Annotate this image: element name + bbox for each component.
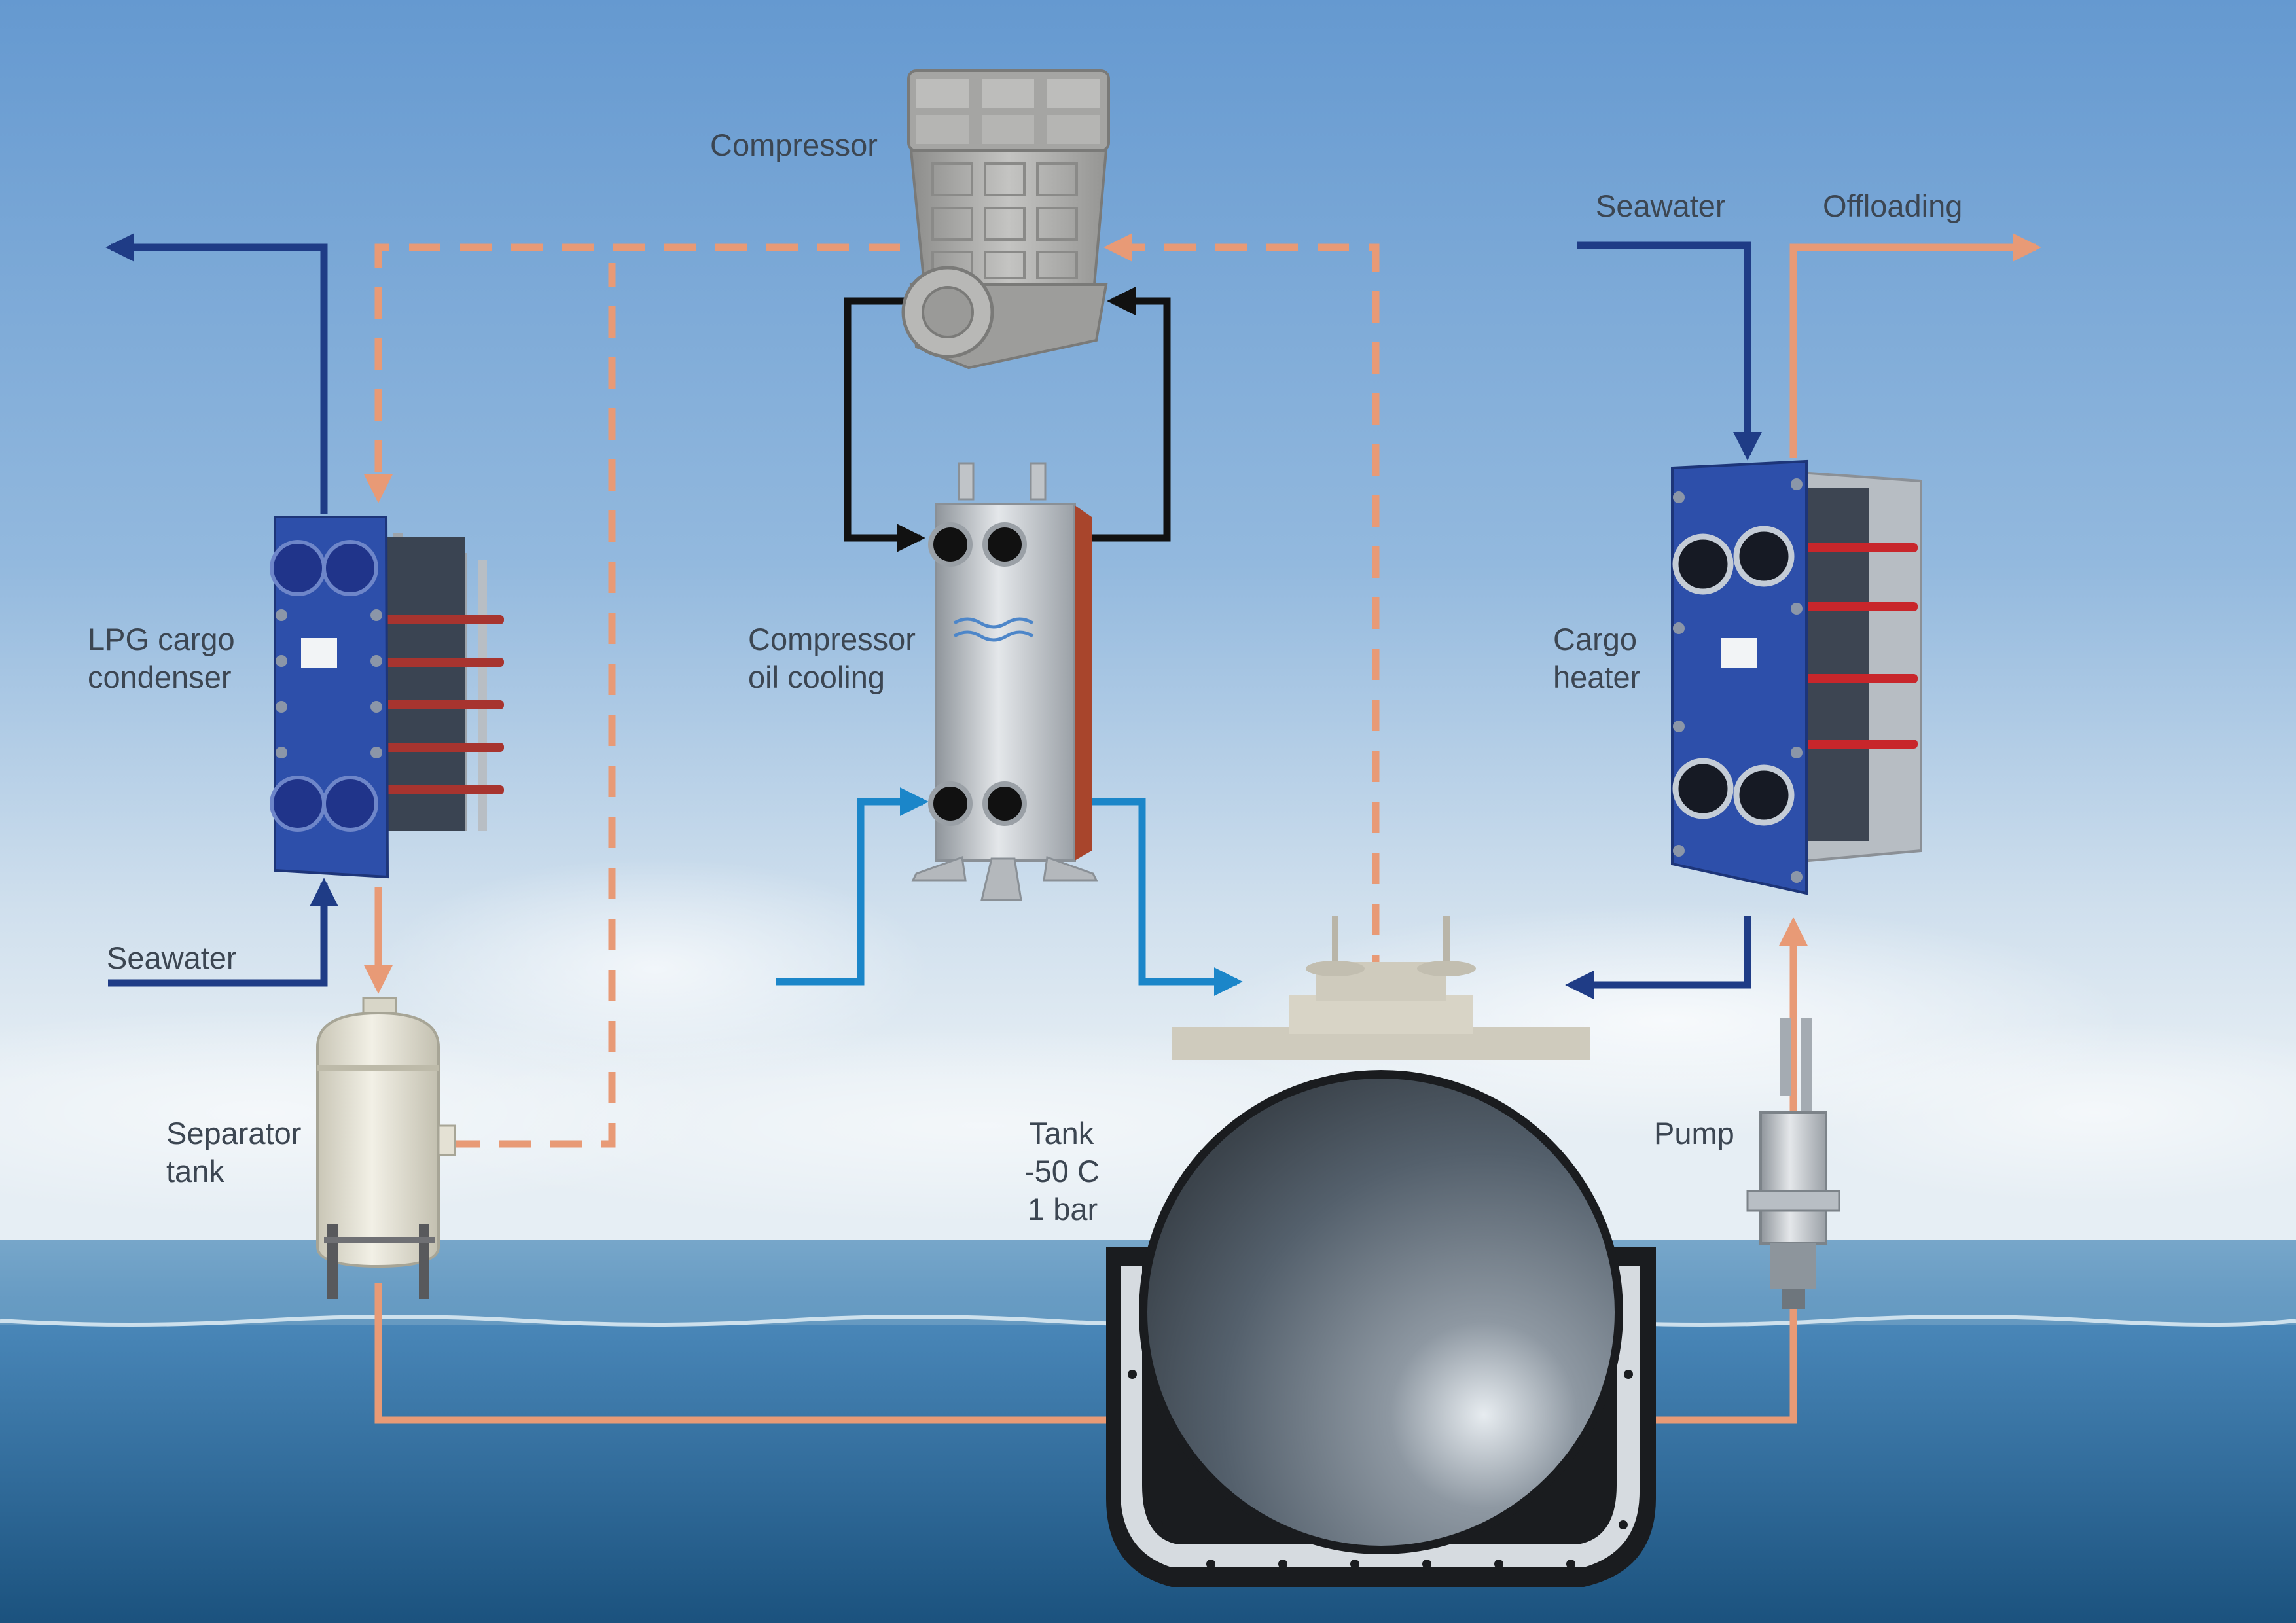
tank-boil-off-line	[1103, 233, 1380, 1037]
label-seawater-right: Seawater	[1596, 188, 1726, 223]
vessel-tank-icon	[316, 997, 456, 1299]
label-seawater-left: Seawater	[107, 940, 237, 975]
tank-to-pump-line	[1590, 917, 1808, 1424]
vapour-return-lines	[364, 233, 1380, 1148]
separator-to-tank-line	[374, 1283, 1153, 1435]
label-compressor-oil-cooling: Compressor oil cooling	[748, 622, 924, 694]
label-lpg-condenser: LPG cargo condenser	[88, 622, 243, 694]
separator-vapour-line	[448, 263, 616, 1148]
lpg-carrier-cross-section-icon	[1106, 916, 1656, 1587]
cooling-water-lines	[776, 787, 1243, 996]
oil-loop-lines	[844, 287, 1171, 552]
label-compressor: Compressor	[710, 128, 878, 162]
oil-to-cooler-line	[844, 297, 925, 552]
deepwell-pump-icon	[1746, 1018, 1840, 1309]
seawater-lines	[105, 233, 1762, 999]
compressor-discharge-line	[364, 243, 900, 503]
cargo-liquid-lines	[364, 233, 2041, 1435]
offloading-line	[1789, 233, 2041, 458]
heater-seawater-outlet-line	[1565, 916, 1751, 999]
labels: Compressor Seawater Seawater Offloading …	[88, 128, 1962, 1226]
plate-heat-exchanger-icon	[1671, 459, 1922, 895]
label-cargo-heater: Cargo heater	[1553, 622, 1645, 694]
brazed-heat-exchanger-icon	[911, 462, 1098, 901]
label-offloading: Offloading	[1823, 188, 1962, 223]
condenser-seawater-inlet-line	[108, 878, 338, 987]
label-tank: Tank -50 C 1 bar	[1024, 1116, 1108, 1226]
cooling-water-outlet-line	[1070, 798, 1243, 996]
compressor-icon	[901, 69, 1110, 370]
cooling-water-inlet-line	[776, 787, 929, 986]
label-separator-tank: Separator tank	[166, 1116, 310, 1188]
label-pump: Pump	[1654, 1116, 1734, 1150]
plate-heat-exchanger-icon	[270, 516, 504, 879]
oil-return-line	[1067, 287, 1171, 542]
condenser-seawater-outlet-line	[105, 233, 328, 514]
heater-seawater-inlet-line	[1577, 241, 1762, 461]
